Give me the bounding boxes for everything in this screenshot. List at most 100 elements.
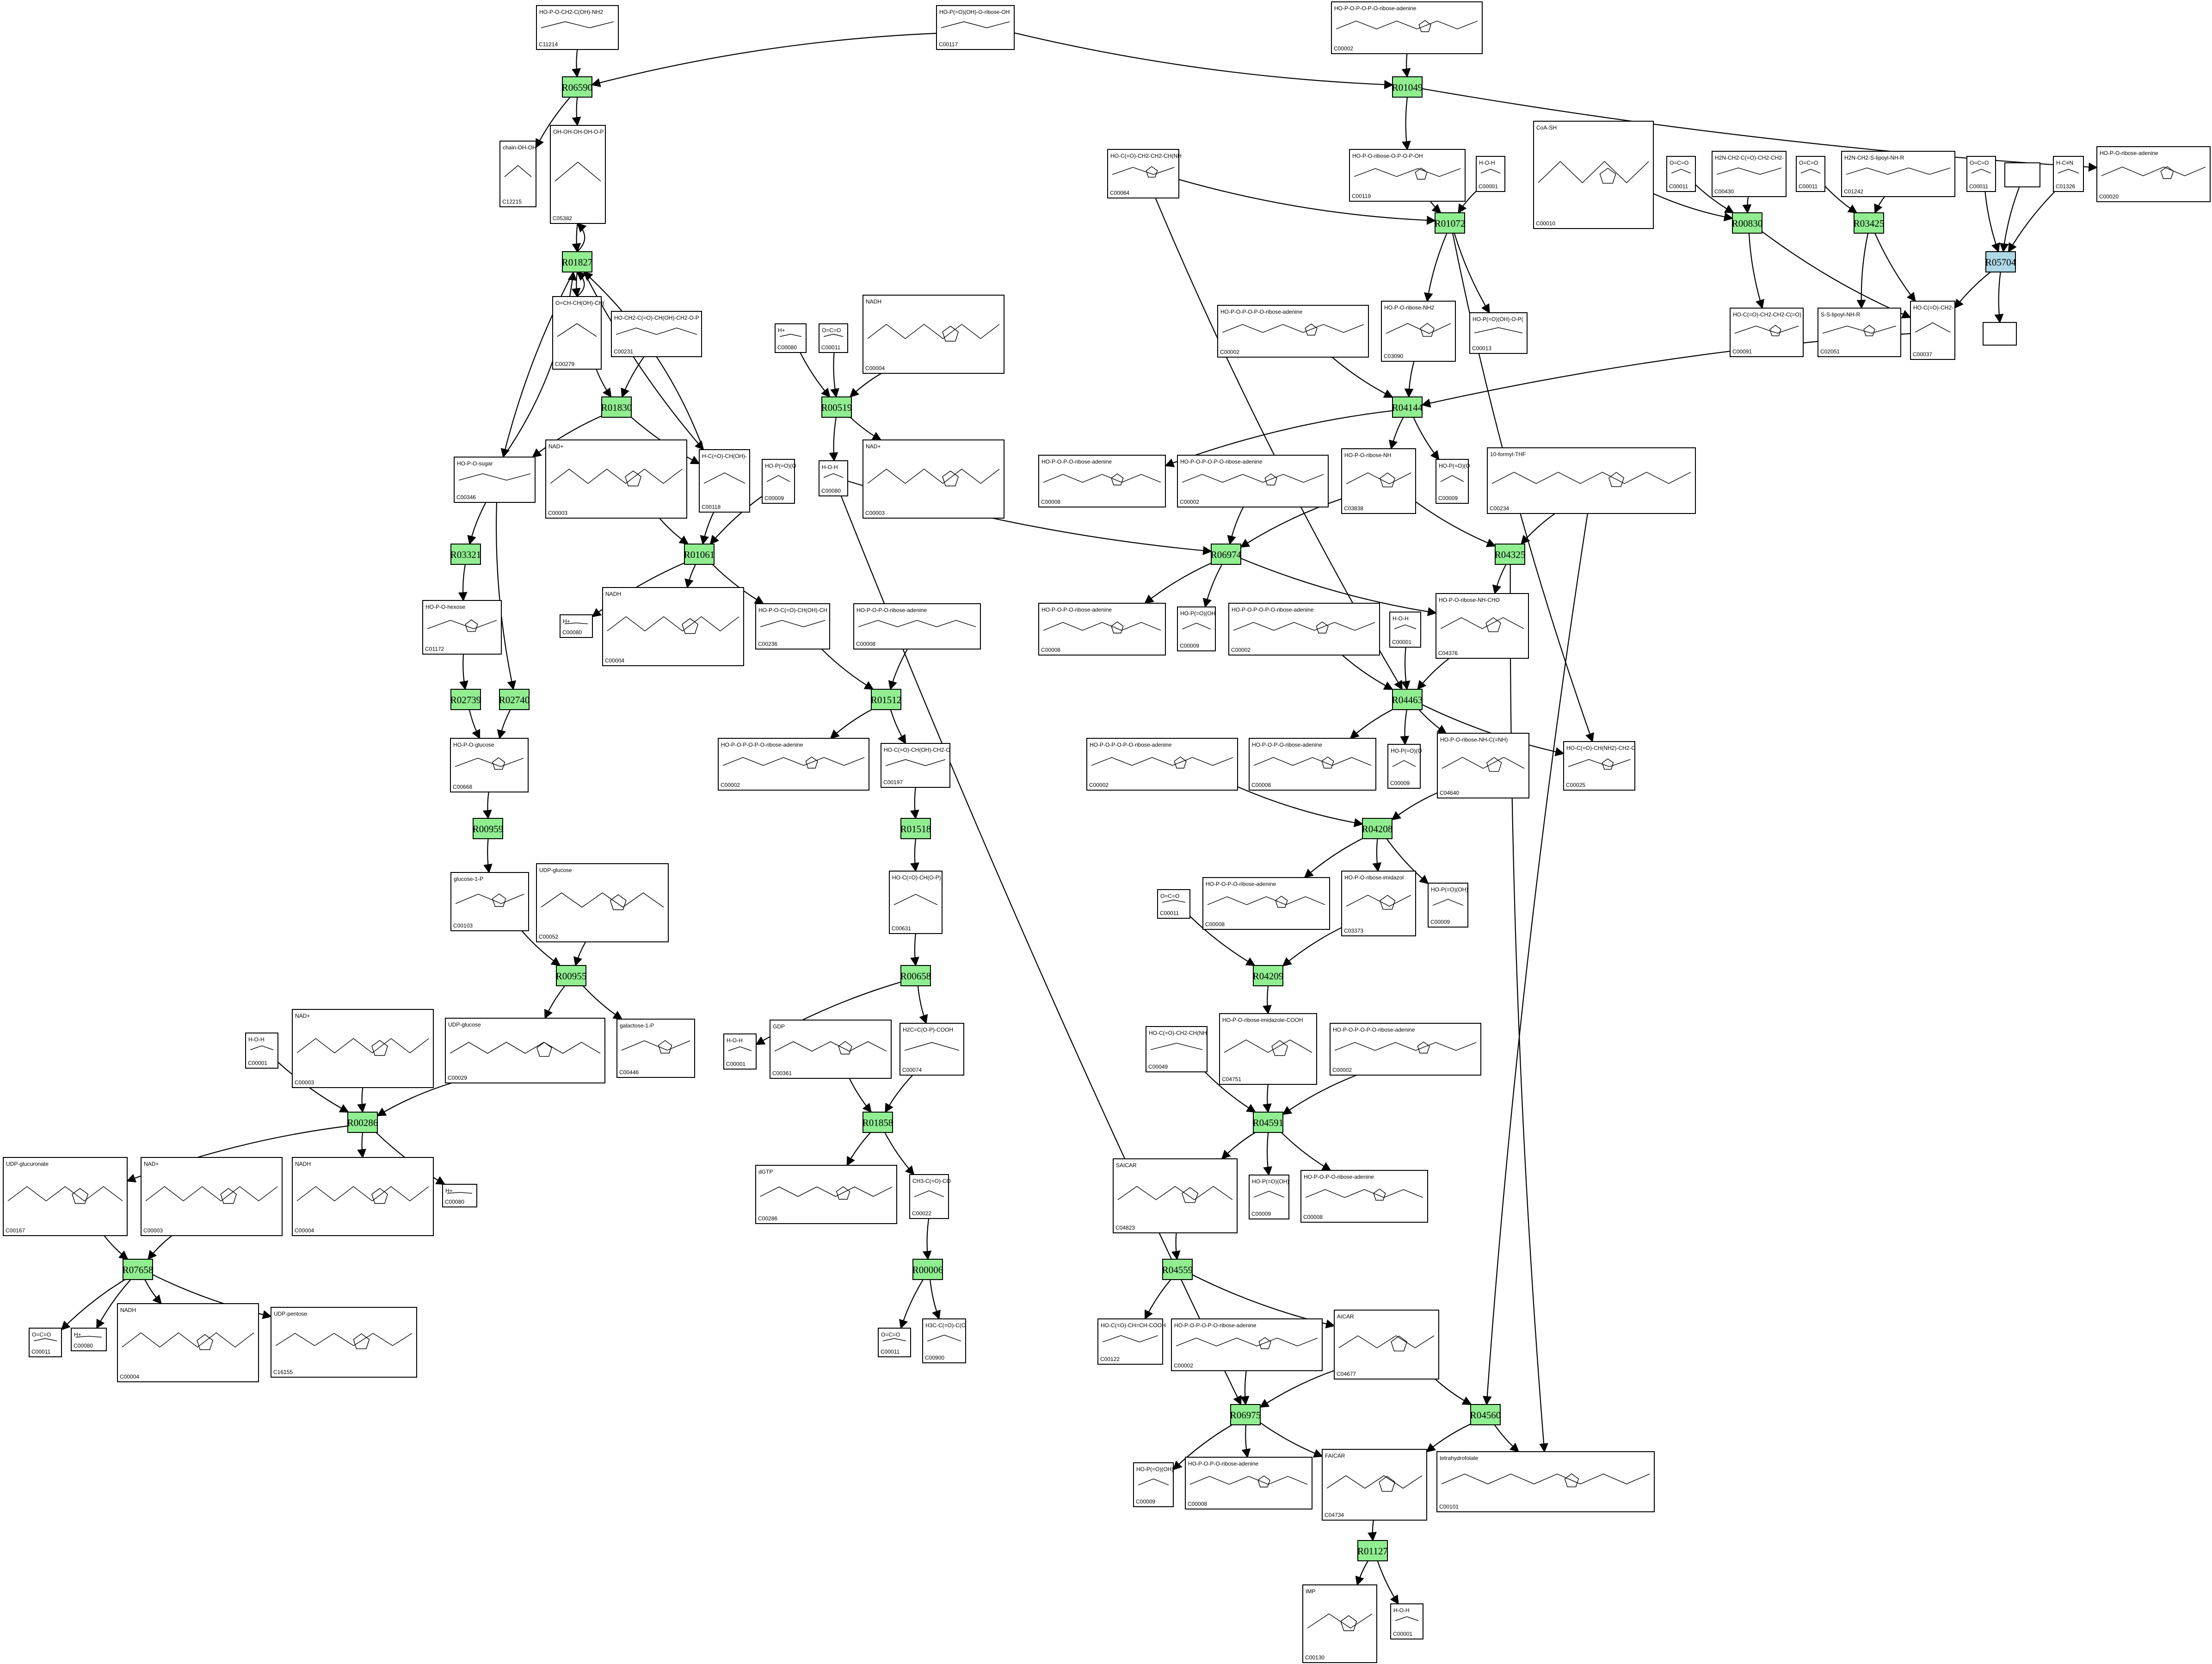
compound-c04640[interactable]: HO-P-O-ribose-NH-C(=NH)C04640: [1437, 733, 1529, 798]
reaction-r06590[interactable]: R06590: [562, 76, 593, 98]
reaction-r04559[interactable]: R04559: [1162, 1259, 1193, 1280]
compound-c00430[interactable]: H2N-CH2-C(=O)-CH2-CH2-C00430: [1712, 151, 1787, 197]
compound-blank-top[interactable]: [2004, 162, 2040, 187]
reaction-r03321[interactable]: R03321: [450, 544, 481, 565]
reaction-r01061[interactable]: R01061: [684, 544, 715, 565]
compound-c00009-g[interactable]: HO-P(=O)(OH)C00009: [1133, 1462, 1174, 1507]
reaction-r01127[interactable]: R01127: [1357, 1540, 1388, 1561]
reaction-r04144[interactable]: R04144: [1392, 396, 1423, 418]
reaction-r04591[interactable]: R04591: [1253, 1112, 1284, 1133]
reaction-r01512[interactable]: R01512: [871, 689, 902, 710]
reaction-r04209[interactable]: R04209: [1253, 965, 1284, 986]
reaction-r00955[interactable]: R00955: [556, 965, 587, 986]
reaction-r00658[interactable]: R00658: [900, 965, 931, 986]
reaction-r04463[interactable]: R04463: [1392, 689, 1423, 710]
reaction-r01830[interactable]: R01830: [601, 396, 632, 418]
reaction-r01858[interactable]: R01858: [863, 1112, 893, 1133]
reaction-r01827[interactable]: R01827: [562, 251, 593, 272]
compound-c00091[interactable]: HO-C(=O)-CH2-CH2-C(=O)C00091: [1730, 308, 1804, 357]
compound-c00003-a[interactable]: NAD+C00003: [545, 439, 687, 519]
reaction-r04325[interactable]: R04325: [1495, 544, 1526, 565]
compound-c00013[interactable]: HO-P(=O)(OH)-O-P(C00013: [1469, 312, 1528, 354]
compound-c00003-d[interactable]: NAD+C00003: [141, 1157, 283, 1236]
reaction-r00959[interactable]: R00959: [473, 818, 504, 839]
reaction-r04560[interactable]: R04560: [1470, 1404, 1501, 1425]
reaction-r01518[interactable]: R01518: [900, 818, 931, 839]
reaction-r00286[interactable]: R00286: [347, 1112, 378, 1133]
compound-c00080-d[interactable]: H+C00080: [442, 1184, 477, 1207]
reaction-r02740[interactable]: R02740: [499, 689, 530, 710]
compound-c00003-c[interactable]: NAD+C00003: [292, 1009, 434, 1088]
compound-c00003-b[interactable]: NAD+C00003: [863, 439, 1004, 519]
reaction-r01049[interactable]: R01049: [1392, 76, 1423, 98]
compound-c00080-a[interactable]: H+C00080: [775, 323, 807, 353]
compound-c00631[interactable]: HO-C(=O)-CH(O-P)C00631: [889, 871, 943, 934]
reaction-r00006[interactable]: R00006: [912, 1259, 943, 1280]
reaction-r06974[interactable]: R06974: [1211, 544, 1242, 565]
reaction-r00519[interactable]: R00519: [821, 396, 852, 418]
